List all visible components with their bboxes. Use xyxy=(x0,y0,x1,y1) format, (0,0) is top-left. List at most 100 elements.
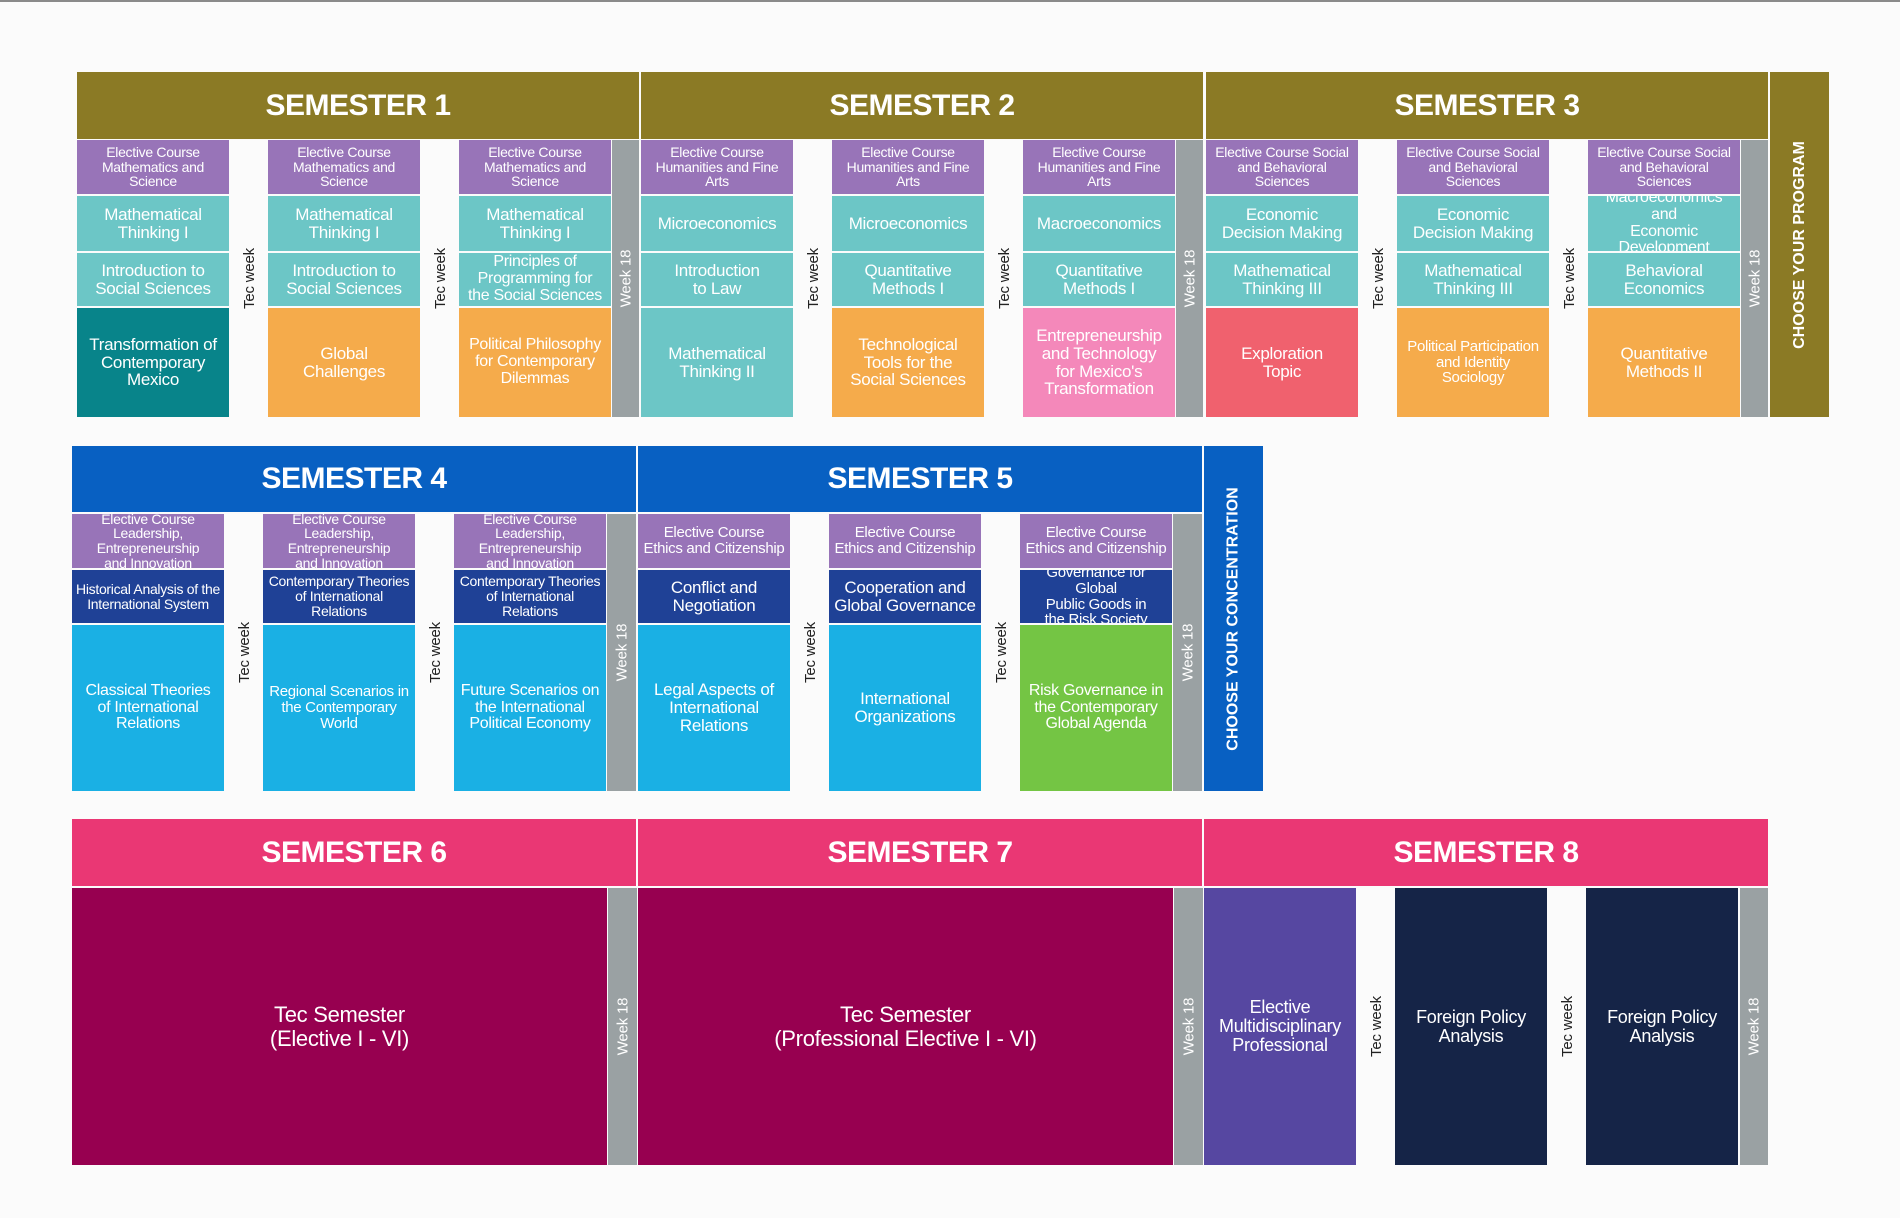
week-18-bar-label: Week 18 xyxy=(1746,249,1763,308)
week-18-bar-label: Week 18 xyxy=(1745,997,1763,1056)
week-18-bar-label: Week 18 xyxy=(613,623,630,682)
tec-week-bar-label: Tec week xyxy=(804,248,822,309)
course-cell: Microeconomics xyxy=(641,196,793,251)
week-18-bar: Week 18 xyxy=(1173,514,1202,791)
week-18-bar-label: Week 18 xyxy=(1181,249,1198,308)
tec-week-bar-label: Tec week xyxy=(426,622,444,683)
semester-7-header: SEMESTER 7 xyxy=(638,819,1202,886)
course-cell: Mathematical Thinking I xyxy=(268,196,420,251)
week-18-bar: Week 18 xyxy=(1741,140,1768,417)
tec-week-bar: Tec week xyxy=(1550,140,1588,417)
tec-week-bar: Tec week xyxy=(1359,140,1397,417)
course-cell: Elective Course Humanities and Fine Arts xyxy=(641,140,793,194)
tec-week-bar: Tec week xyxy=(1548,888,1586,1165)
course-cell: Elective Course Humanities and Fine Arts xyxy=(1023,140,1175,194)
choose-your-concentration-bar: CHOOSE YOUR CONCENTRATION xyxy=(1204,446,1263,791)
course-cell: Introduction to Law xyxy=(641,253,793,306)
tec-week-bar: Tec week xyxy=(421,140,459,417)
tec-week-bar-label: Tec week xyxy=(240,248,258,309)
course-cell: Introduction to Social Sciences xyxy=(77,253,229,306)
tec-week-bar-label: Tec week xyxy=(1560,248,1578,309)
week-18-bar-label: Week 18 xyxy=(1180,997,1197,1056)
course-cell: Historical Analysis of the International… xyxy=(72,570,224,623)
course-cell: Elective Course Leadership, Entrepreneur… xyxy=(263,514,415,568)
tec-week-bar-label: Tec week xyxy=(431,248,449,309)
tec-week-bar-label: Tec week xyxy=(235,622,253,683)
week-18-bar: Week 18 xyxy=(607,514,636,791)
tec-week-bar: Tec week xyxy=(225,514,263,791)
tec-week-bar-label: Tec week xyxy=(1367,996,1385,1057)
course-cell: Elective Course Social and Behavioral Sc… xyxy=(1588,140,1740,194)
course-cell: Quantitative Methods I xyxy=(832,253,984,306)
week-18-bar: Week 18 xyxy=(1174,888,1203,1165)
course-cell: Mathematical Thinking I xyxy=(459,196,611,251)
course-cell: Elective Course Humanities and Fine Arts xyxy=(832,140,984,194)
course-cell: Mathematical Thinking I xyxy=(77,196,229,251)
course-cell: Future Scenarios on the International Po… xyxy=(454,625,606,791)
course-cell: Elective Multidisciplinary Professional xyxy=(1204,888,1356,1165)
tec-week-bar: Tec week xyxy=(985,140,1023,417)
course-cell: Elective Course Mathematics and Science xyxy=(77,140,229,194)
week-18-bar-label: Week 18 xyxy=(614,997,631,1056)
course-cell: Contemporary Theories of International R… xyxy=(263,570,415,623)
tec-week-bar: Tec week xyxy=(416,514,454,791)
tec-week-bar-label: Tec week xyxy=(1558,996,1576,1057)
course-cell: Technological Tools for the Social Scien… xyxy=(832,308,984,417)
course-cell: Exploration Topic xyxy=(1206,308,1358,417)
semester-6-header: SEMESTER 6 xyxy=(72,819,636,886)
tec-week-bar-label: Tec week xyxy=(995,248,1013,309)
semester-8-header: SEMESTER 8 xyxy=(1204,819,1768,886)
course-cell: Principles of Programming for the Social… xyxy=(459,253,611,306)
course-cell: Elective Course Leadership, Entrepreneur… xyxy=(72,514,224,568)
choose-your-program-bar: CHOOSE YOUR PROGRAM xyxy=(1770,72,1829,417)
course-cell: Mathematical Thinking III xyxy=(1397,253,1549,306)
course-cell: Classical Theories of International Rela… xyxy=(72,625,224,791)
choose-your-program-bar-label: CHOOSE YOUR PROGRAM xyxy=(1790,140,1808,349)
course-cell: Political Participation and Identity Soc… xyxy=(1397,308,1549,417)
course-cell: Entrepreneurship and Technology for Mexi… xyxy=(1023,308,1175,417)
course-cell: Governance for Global Public Goods in th… xyxy=(1020,570,1172,623)
course-cell: Economic Decision Making xyxy=(1206,196,1358,251)
tec-week-bar: Tec week xyxy=(982,514,1020,791)
course-cell: Foreign Policy Analysis xyxy=(1395,888,1547,1165)
course-cell: Political Philosophy for Contemporary Di… xyxy=(459,308,611,417)
course-cell: International Organizations xyxy=(829,625,981,791)
tec-week-bar: Tec week xyxy=(791,514,829,791)
week-18-bar-label: Week 18 xyxy=(1179,623,1196,682)
semester-1-header: SEMESTER 1 xyxy=(77,72,639,139)
semester-5-header: SEMESTER 5 xyxy=(638,446,1202,512)
course-cell: Quantitative Methods I xyxy=(1023,253,1175,306)
tec-week-bar: Tec week xyxy=(1357,888,1395,1165)
choose-your-concentration-bar-label: CHOOSE YOUR CONCENTRATION xyxy=(1224,486,1242,751)
top-divider-line xyxy=(0,0,1900,2)
course-cell: Elective Course Ethics and Citizenship xyxy=(1020,514,1172,568)
tec-week-bar-label: Tec week xyxy=(801,622,819,683)
course-cell: Elective Course Mathematics and Science xyxy=(268,140,420,194)
course-cell: Macroeconomics xyxy=(1023,196,1175,251)
course-cell: Behavioral Economics xyxy=(1588,253,1740,306)
course-cell: Regional Scenarios in the Contemporary W… xyxy=(263,625,415,791)
tec-week-bar: Tec week xyxy=(230,140,268,417)
course-cell: Foreign Policy Analysis xyxy=(1586,888,1738,1165)
course-cell: Elective Course Ethics and Citizenship xyxy=(638,514,790,568)
course-cell: Elective Course Ethics and Citizenship xyxy=(829,514,981,568)
tec-week-bar-label: Tec week xyxy=(1369,248,1387,309)
week-18-bar-label: Week 18 xyxy=(617,249,634,308)
week-18-bar: Week 18 xyxy=(612,140,639,417)
course-cell: Microeconomics xyxy=(832,196,984,251)
week-18-bar: Week 18 xyxy=(1740,888,1768,1165)
semester-4-header: SEMESTER 4 xyxy=(72,446,636,512)
course-cell: Elective Course Mathematics and Science xyxy=(459,140,611,194)
course-cell: Mathematical Thinking II xyxy=(641,308,793,417)
course-cell: Conflict and Negotiation xyxy=(638,570,790,623)
course-cell: Elective Course Leadership, Entrepreneur… xyxy=(454,514,606,568)
course-cell: Elective Course Social and Behavioral Sc… xyxy=(1206,140,1358,194)
tec-semester-block: Tec Semester (Elective I - VI) xyxy=(72,888,607,1165)
tec-week-bar-label: Tec week xyxy=(992,622,1010,683)
course-cell: Elective Course Social and Behavioral Sc… xyxy=(1397,140,1549,194)
tec-semester-block: Tec Semester (Professional Elective I - … xyxy=(638,888,1173,1165)
course-cell: Introduction to Social Sciences xyxy=(268,253,420,306)
course-cell: Legal Aspects of International Relations xyxy=(638,625,790,791)
course-cell: Cooperation and Global Governance xyxy=(829,570,981,623)
